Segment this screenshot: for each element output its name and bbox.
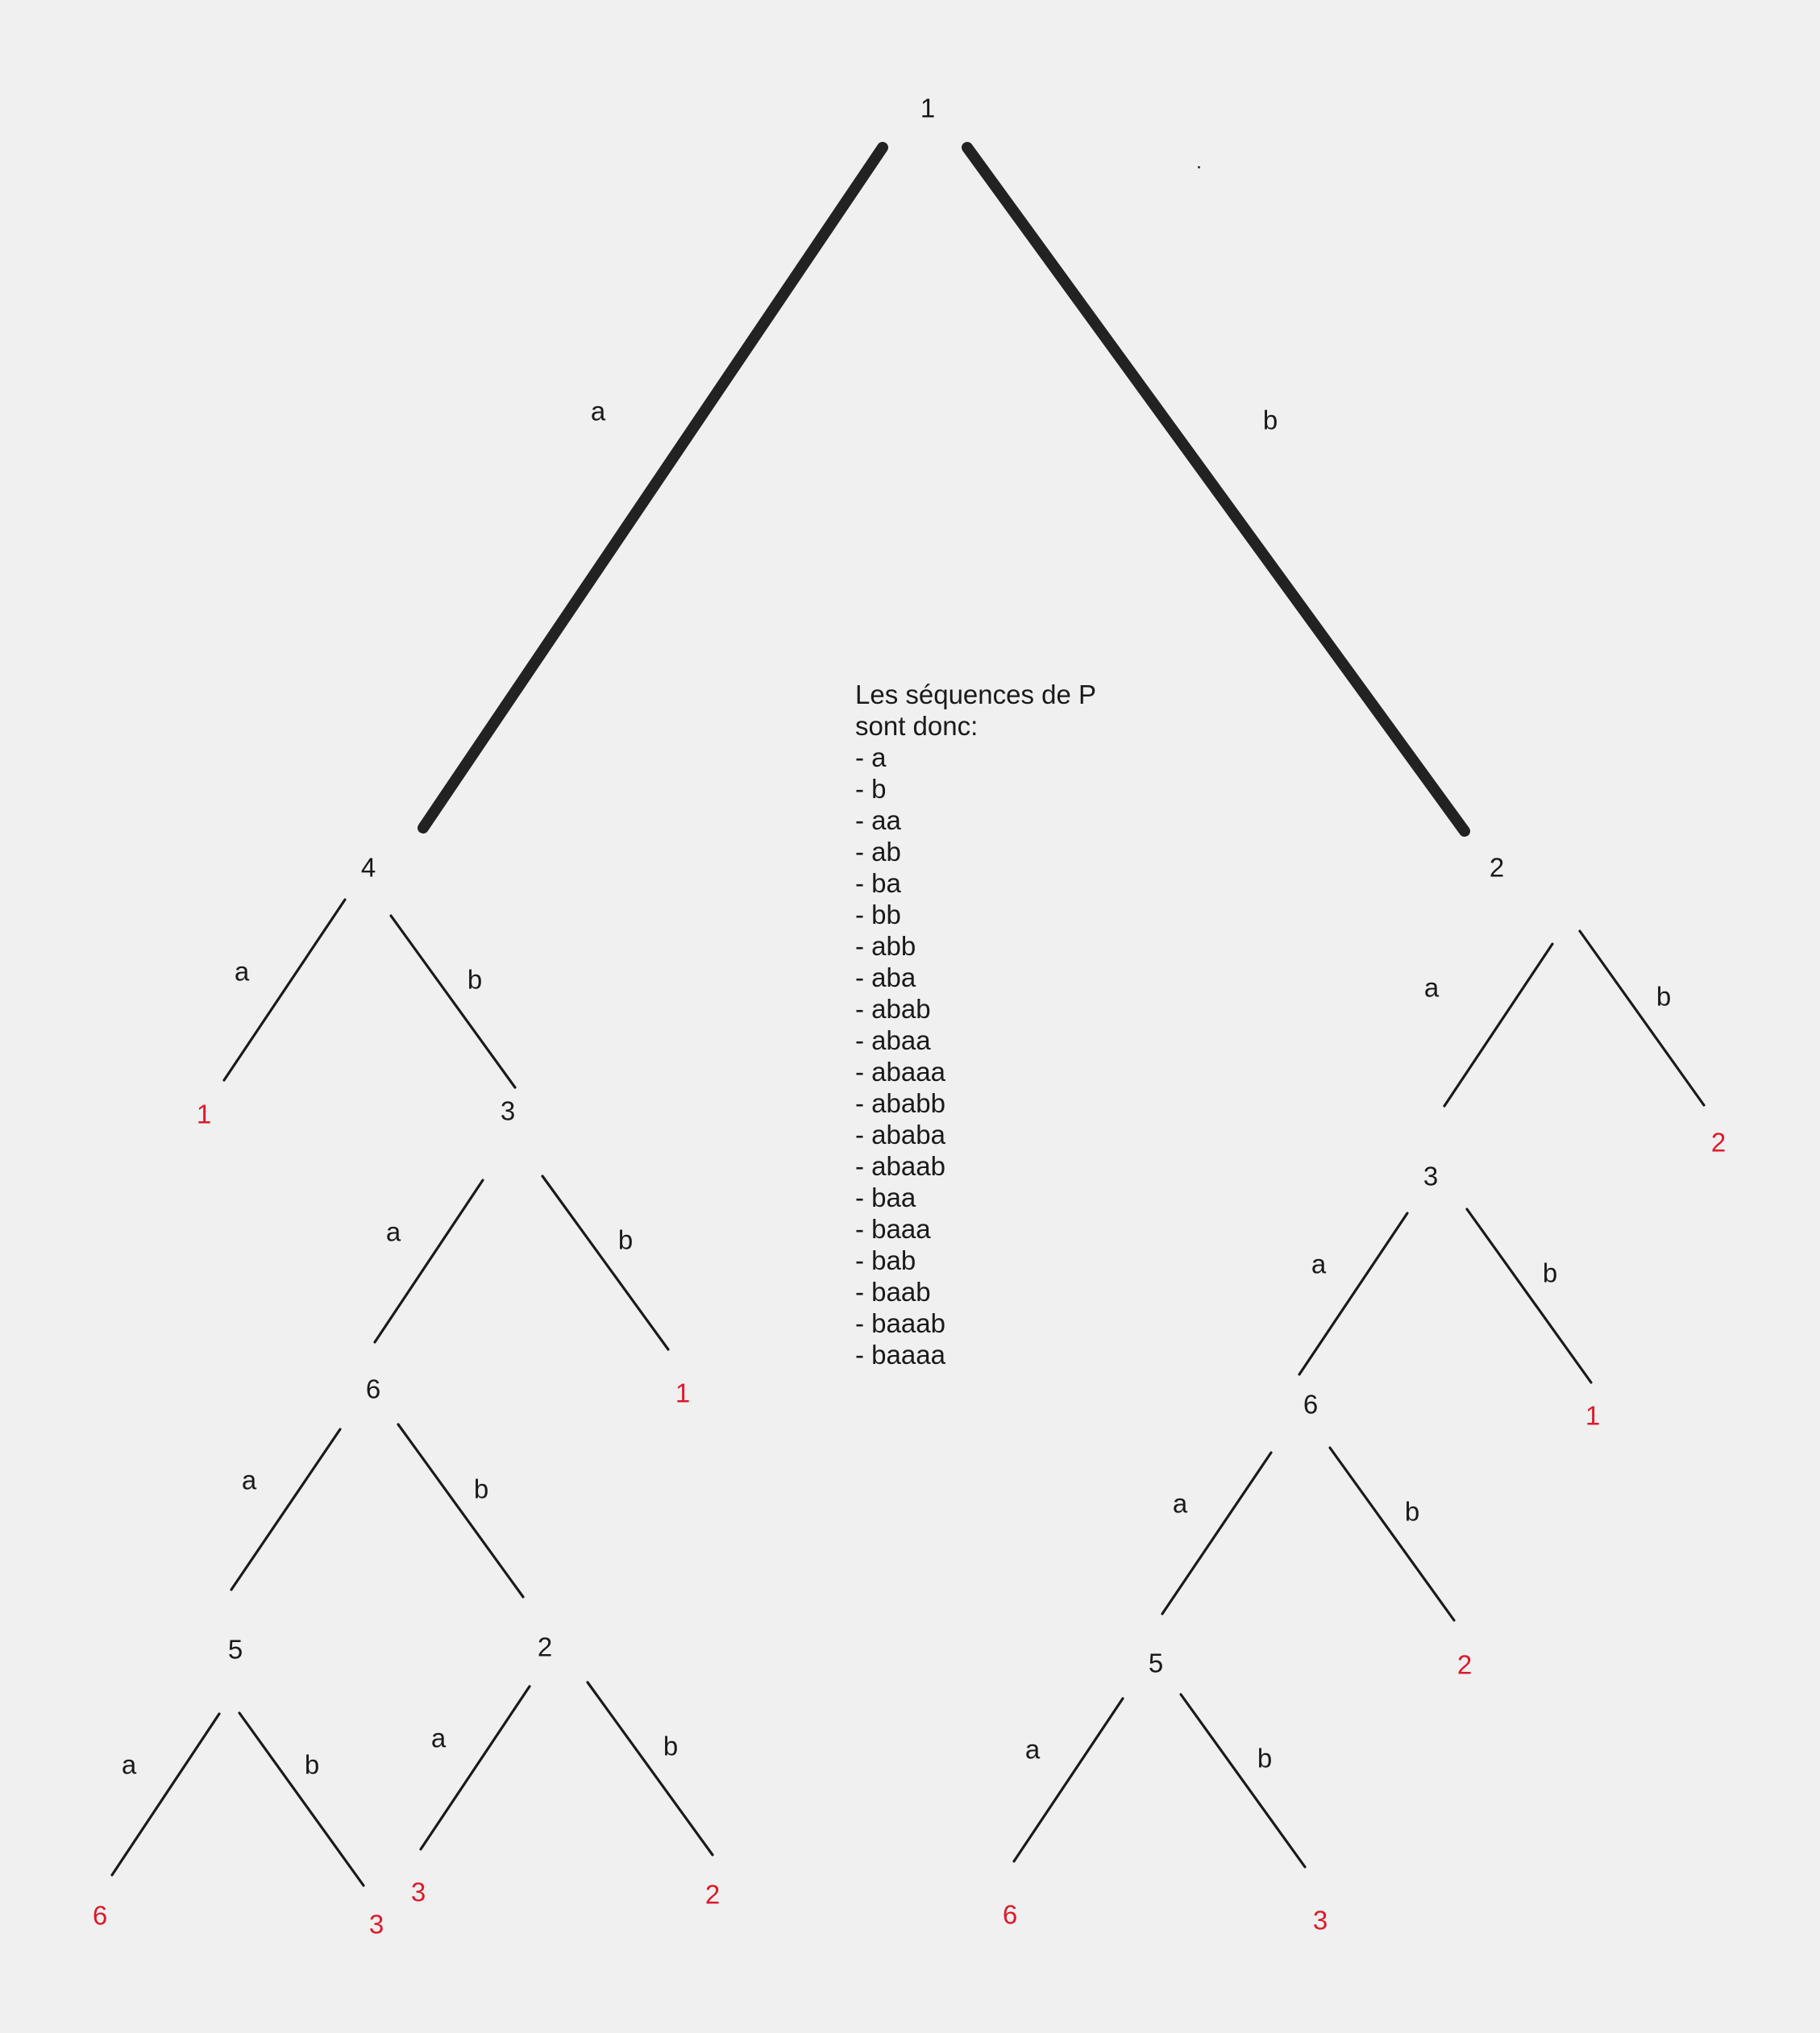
edge-label-b: b xyxy=(663,1731,679,1761)
edge-label-a: a xyxy=(1024,1734,1041,1765)
sequence-item: - a xyxy=(855,742,887,772)
edge-label-a: a xyxy=(121,1749,137,1780)
tree-edge-a xyxy=(418,142,888,834)
sequences-text: Les séquences de P sont donc: - a - b - … xyxy=(855,679,1096,1370)
tree-leaf-label: 1 xyxy=(675,1378,691,1408)
tree-leaf-label: 2 xyxy=(1710,1127,1727,1158)
tree-edge-b xyxy=(1179,1693,1307,1869)
sequence-item: - ab xyxy=(855,837,901,867)
tree-leaf-label: 2 xyxy=(704,1879,721,1910)
edge-label-b: b xyxy=(1262,405,1278,435)
tree-leaf-label: 6 xyxy=(1002,1899,1018,1930)
tree-node-label: 2 xyxy=(1489,852,1505,883)
tree-node-label: 3 xyxy=(500,1095,516,1126)
tree-node-label: 1 xyxy=(920,93,936,123)
tree-node-label: 5 xyxy=(1148,1648,1164,1678)
edge-label-a: a xyxy=(234,956,250,987)
tree-node-label: 6 xyxy=(1303,1389,1319,1420)
tree-edge-a xyxy=(1161,1451,1273,1615)
edge-label-a: a xyxy=(241,1465,257,1495)
sequence-item: - abaab xyxy=(855,1151,945,1181)
tree-edge-a xyxy=(373,1179,484,1344)
tree-edge-a xyxy=(419,1685,531,1851)
sequence-item: - ba xyxy=(855,868,901,898)
sequence-item: - baaa xyxy=(855,1214,931,1244)
tree-edge-b xyxy=(1328,1446,1456,1622)
stray-dot xyxy=(1198,166,1200,168)
sequence-item: - aba xyxy=(855,962,916,992)
edge-label-a: a xyxy=(385,1216,401,1247)
tree-node-label: 3 xyxy=(1423,1161,1439,1191)
sequence-item: - abaaa xyxy=(855,1057,945,1087)
sequence-item: - baab xyxy=(855,1277,931,1307)
tree-leaf-label: 6 xyxy=(92,1900,108,1931)
sequence-item: - b xyxy=(855,774,887,804)
tree-edge-b xyxy=(397,1423,525,1599)
sequences-heading-line2: sont donc: xyxy=(855,711,979,741)
sequence-item: - abab xyxy=(855,994,931,1024)
tree-leaf-label: 3 xyxy=(1312,1905,1328,1935)
tree-edge-a xyxy=(1298,1212,1409,1376)
sequence-item: - ababa xyxy=(855,1120,945,1150)
tree-edge-b xyxy=(586,1681,714,1856)
sequence-item: - bb xyxy=(855,900,901,929)
tree-edge-a xyxy=(1012,1697,1124,1863)
edge-label-b: b xyxy=(1656,981,1672,1012)
tree-node-label: 2 xyxy=(537,1632,553,1662)
tree-leaf-label: 3 xyxy=(368,1909,384,1939)
edge-label-a: a xyxy=(1311,1249,1327,1279)
tree-edge-b xyxy=(1465,1208,1593,1384)
sequence-item: - abb xyxy=(855,931,916,961)
tree-leaf-label: 2 xyxy=(1456,1649,1473,1680)
edge-label-b: b xyxy=(473,1474,489,1504)
edge-label-a: a xyxy=(1423,972,1440,1003)
edge-label-b: b xyxy=(1257,1743,1273,1773)
tree-edge-b xyxy=(1578,929,1706,1107)
tree-leaf-label: 1 xyxy=(1585,1400,1601,1431)
tree-edge-a xyxy=(222,898,347,1082)
tree-edge-b xyxy=(389,914,517,1089)
sequence-item: - aa xyxy=(855,805,901,835)
tree-leaf-label: 3 xyxy=(410,1877,426,1907)
tree-leaf-label: 1 xyxy=(196,1099,212,1129)
edge-label-b: b xyxy=(467,964,483,995)
tree-node-label: 4 xyxy=(360,852,376,883)
tree-edge-a xyxy=(1443,942,1554,1108)
tree-edge-b xyxy=(238,1711,365,1887)
sequences-heading-line1: Les séquences de P xyxy=(855,680,1097,709)
sequence-item: - ababb xyxy=(855,1088,945,1118)
sequence-item: - abaa xyxy=(855,1025,931,1055)
edge-label-a: a xyxy=(590,396,606,426)
edge-label-a: a xyxy=(430,1723,447,1753)
edge-label-b: b xyxy=(1542,1258,1558,1288)
edge-label-b: b xyxy=(304,1749,320,1780)
sequence-item: - baaab xyxy=(855,1308,945,1338)
edge-label-a: a xyxy=(1172,1488,1188,1519)
edge-label-b: b xyxy=(617,1224,634,1255)
tree-edge-a xyxy=(110,1712,221,1877)
tree-edge-b xyxy=(541,1174,670,1351)
sequence-item: - baaaa xyxy=(855,1340,945,1370)
sequence-item: - bab xyxy=(855,1245,916,1275)
sequence-item: - baa xyxy=(855,1183,916,1212)
edge-label-b: b xyxy=(1404,1496,1420,1527)
tree-edge-a xyxy=(230,1428,342,1591)
tree-node-label: 6 xyxy=(365,1374,381,1404)
tree-edge-b xyxy=(962,142,1470,837)
tree-node-label: 5 xyxy=(227,1634,243,1665)
